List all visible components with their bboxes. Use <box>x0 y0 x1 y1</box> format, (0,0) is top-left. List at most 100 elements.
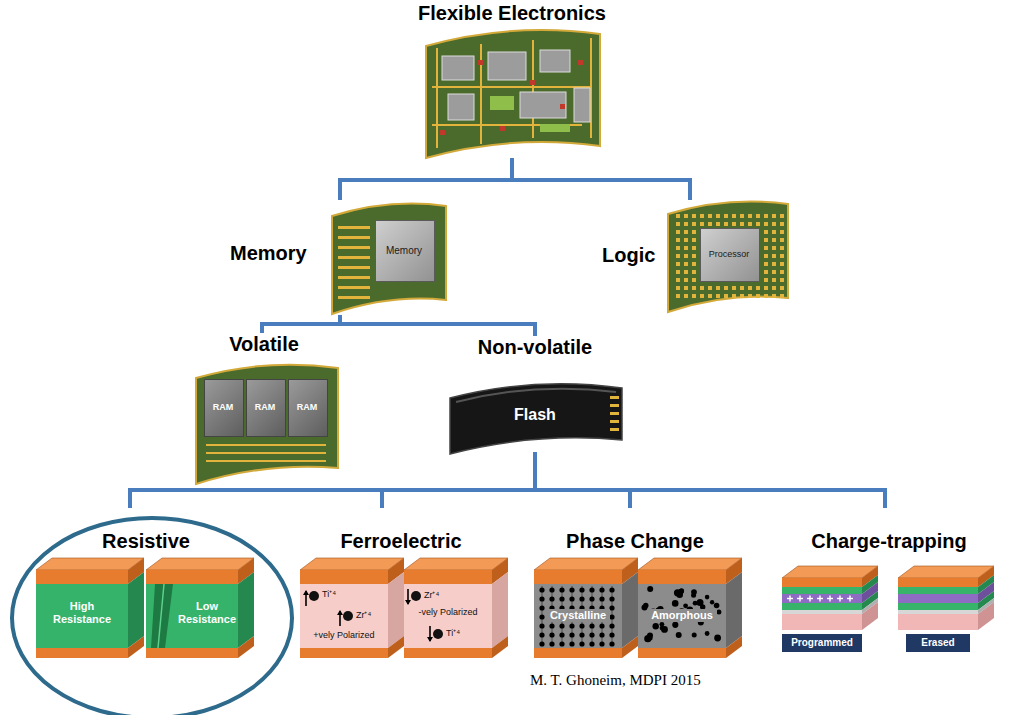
node-label: Memory <box>376 245 432 257</box>
board-pin <box>692 246 696 250</box>
board-pin <box>764 246 768 250</box>
board-pin <box>684 214 688 218</box>
board-pin <box>692 262 696 266</box>
resistive-node: ResistiveHigh Resistance Low Resistance <box>28 508 264 663</box>
board-pin <box>700 222 704 226</box>
board-pin <box>716 222 720 226</box>
board-pin <box>724 222 728 226</box>
tree-connector <box>130 452 535 508</box>
phase-change-node: Phase ChangeCrystallineAmorphous <box>528 508 742 663</box>
node-label: Amorphous <box>647 609 717 622</box>
board-pin <box>692 238 696 242</box>
board-pin <box>692 278 696 282</box>
tree-connector <box>340 315 535 336</box>
board-pin <box>692 286 696 290</box>
board-pin <box>676 246 680 250</box>
board-pin <box>756 214 760 218</box>
ram-chip: RAM <box>246 379 286 437</box>
board-pin <box>772 230 776 234</box>
node-label: RAM <box>205 402 241 412</box>
board-pin <box>764 270 768 274</box>
board-pin <box>700 286 704 290</box>
node-heading: Resistive <box>28 530 264 553</box>
board-pin <box>692 294 696 298</box>
node-label: Low Resistance <box>177 600 237 625</box>
board-pin <box>780 294 784 298</box>
node-label: Programmed <box>782 634 862 652</box>
board-pin <box>716 214 720 218</box>
board-pin <box>748 214 752 218</box>
board-pin <box>740 222 744 226</box>
memory-cell: Ti⁺⁴ Zr⁺⁴ +vely Polarized <box>300 570 388 658</box>
board-pin <box>684 246 688 250</box>
cell-illustration <box>638 558 742 658</box>
board-pin <box>780 278 784 282</box>
cell-illustration <box>782 566 878 630</box>
node-label: -vely Polarized <box>406 607 490 617</box>
board-pin <box>756 286 760 290</box>
node-label: Ti⁺⁴ <box>446 628 474 638</box>
board-pin <box>676 262 680 266</box>
volatile-node: VolatileRAMRAMRAM <box>190 333 338 481</box>
memory-cell: Amorphous <box>638 570 726 658</box>
board-pin <box>676 238 680 242</box>
board-pin <box>676 214 680 218</box>
board-pin <box>764 230 768 234</box>
node-heading: Logic <box>602 244 666 267</box>
logic-board <box>668 202 788 312</box>
flash-board <box>450 384 622 454</box>
node-heading: Volatile <box>190 333 338 356</box>
board-pin <box>716 286 720 290</box>
memory-cell: Crystalline <box>534 570 622 658</box>
board-pin <box>780 254 784 258</box>
node-label: RAM <box>289 402 325 412</box>
node-label: +vely Polarized <box>302 630 386 640</box>
flash-chip: Flash <box>480 394 590 438</box>
board-pin <box>676 254 680 258</box>
volatile-board <box>196 365 338 484</box>
node-heading: Memory <box>230 242 330 265</box>
root-node: Flexible Electronics <box>400 2 624 158</box>
board-pin <box>764 254 768 258</box>
board-pin <box>732 214 736 218</box>
board-pin <box>676 222 680 226</box>
board-pin <box>764 278 768 282</box>
board-pin <box>692 214 696 218</box>
ferroelectric-node: FerroelectricTi⁺⁴Zr⁺⁴+vely PolarizedZr⁺⁴… <box>294 508 508 663</box>
board-pin <box>692 254 696 258</box>
board-pin <box>708 214 712 218</box>
node-heading: Non-volatile <box>440 336 630 359</box>
board-pin <box>708 222 712 226</box>
board-pin <box>780 246 784 250</box>
board-pin <box>684 294 688 298</box>
board-pin <box>676 294 680 298</box>
board-pin <box>724 294 728 298</box>
board-pin <box>684 262 688 266</box>
board-pin <box>708 294 712 298</box>
node-heading: Flexible Electronics <box>400 2 624 25</box>
board-pin <box>724 214 728 218</box>
node-label: Ti⁺⁴ <box>322 589 350 599</box>
charge-trapping-node: Charge-trappingProgrammedErased <box>770 508 1008 663</box>
board-pin <box>780 230 784 234</box>
board-pin <box>764 222 768 226</box>
node-label: Zr⁺⁴ <box>356 610 384 620</box>
node-label: Processor <box>701 249 757 259</box>
board-pin <box>748 294 752 298</box>
memory-stack: Erased <box>898 578 978 654</box>
board-pin <box>748 286 752 290</box>
node-label: High Resistance <box>42 600 122 625</box>
board-pin <box>772 278 776 282</box>
memory-node: Memory Memory <box>228 200 446 315</box>
board-pin <box>724 286 728 290</box>
board-pin <box>732 222 736 226</box>
board-pin <box>764 238 768 242</box>
board-pin <box>684 270 688 274</box>
board-pin <box>740 286 744 290</box>
cell-illustration <box>898 566 994 630</box>
tree-connector <box>340 158 512 200</box>
memory-cell: Zr⁺⁴-vely PolarizedTi⁺⁴ <box>404 570 492 658</box>
board-pin <box>708 286 712 290</box>
board-pin <box>764 286 768 290</box>
